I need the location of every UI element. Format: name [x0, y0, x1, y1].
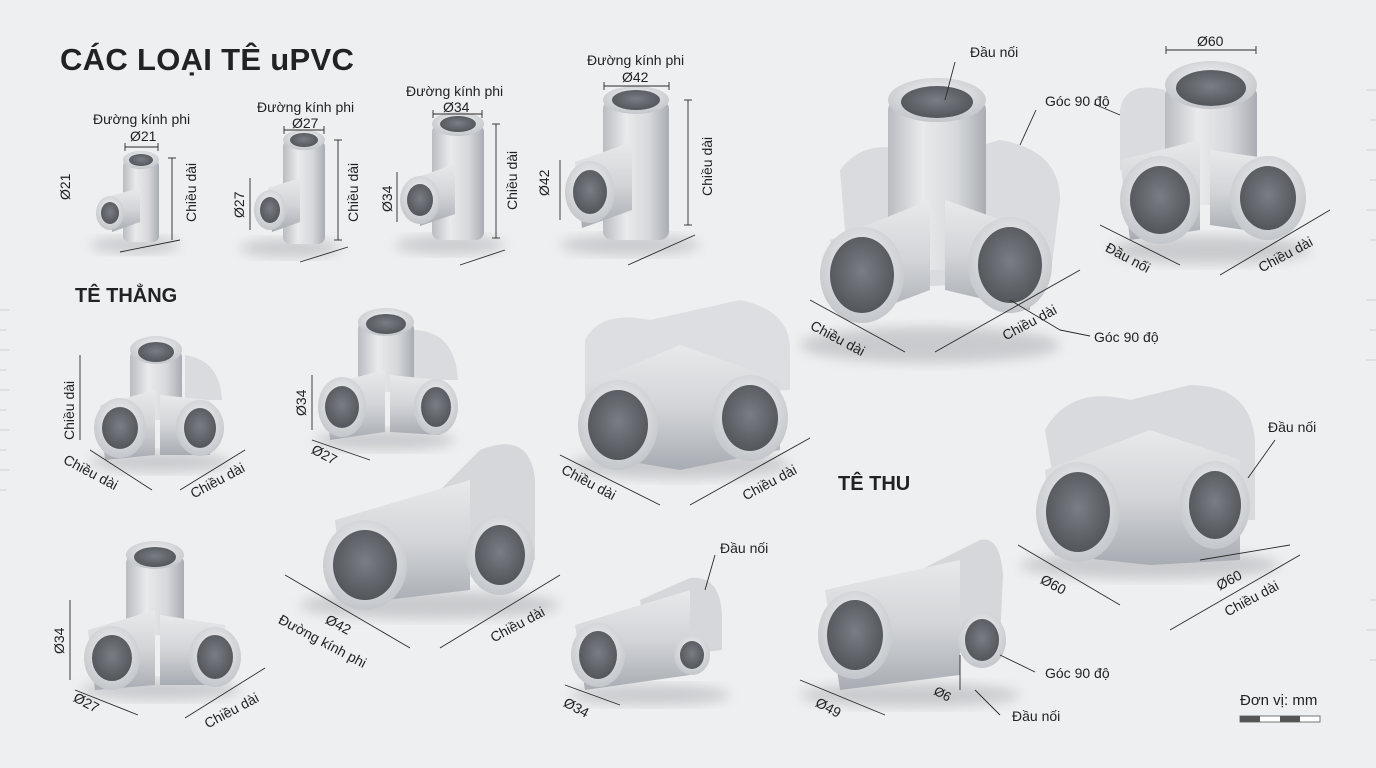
label-length-left1-vertical: Chiều dài [61, 380, 77, 440]
label-connector-d60: Đầu nối [1268, 419, 1317, 435]
label-size-d42-top: Ø42 [622, 69, 649, 85]
label-size-d27-top: Ø27 [292, 115, 319, 131]
label-size-d21-top: Ø21 [130, 128, 157, 144]
label-size-d27-side: Ø27 [231, 191, 247, 218]
label-connector-cross-top: Đầu nối [970, 44, 1019, 60]
reducing-tee-d60 [1020, 385, 1280, 579]
left-ruler-decoration [0, 309, 10, 491]
tee-d21 [90, 151, 180, 253]
section-title-straight-tee: TÊ THẲNG [75, 285, 178, 307]
label-diameter-d27: Đường kính phi [257, 99, 355, 115]
label-length-d27: Chiều dài [345, 162, 361, 222]
label-connector-reducing-bottom: Đầu nối [1012, 708, 1061, 724]
reducing-tee-small [570, 577, 730, 705]
label-diameter-d34: Đường kính phi [406, 83, 504, 99]
corner-tee-left-1 [90, 336, 230, 472]
corner-tee-left-2 [315, 308, 458, 450]
label-angle-cross-bottom: Góc 90 độ [1094, 329, 1159, 345]
tee-d34 [395, 112, 505, 254]
section-title-reducing-tee: TÊ THU [838, 473, 911, 495]
label-size-d42-side: Ø42 [536, 169, 552, 196]
tee-d42 [560, 86, 700, 255]
cross-tee-large-top [800, 78, 1060, 363]
label-size-d60-top: Ø60 [1197, 33, 1224, 49]
label-size-d34-side: Ø34 [379, 185, 395, 212]
label-size-d34-left2: Ø34 [293, 389, 309, 416]
corner-tee-top-right [1110, 61, 1310, 264]
label-length-d21: Chiều dài [183, 162, 199, 222]
tee-d42-large [300, 444, 560, 619]
page-title: CÁC LOẠI TÊ uPVC [60, 42, 355, 77]
reducing-tee-d49 [800, 539, 1020, 707]
cross-tee-center [570, 300, 790, 479]
label-connector-reducing-small: Đầu nối [720, 540, 769, 556]
right-ruler-decoration [1366, 89, 1376, 661]
corner-tee-bottom-left [80, 541, 241, 700]
label-angle-reducing: Góc 90 độ [1045, 665, 1110, 681]
scale-bar [1239, 715, 1321, 723]
unit-label: Đơn vị: mm [1240, 692, 1318, 709]
label-length-d34: Chiều dài [504, 150, 520, 210]
label-length-d42: Chiều dài [699, 136, 715, 196]
label-angle-cross-top: Góc 90 độ [1045, 93, 1110, 109]
label-size-d21-side: Ø21 [57, 173, 73, 200]
dimension-lines [69, 46, 1331, 719]
tee-d27 [240, 130, 340, 257]
label-size-d34-bottom-left: Ø34 [51, 627, 67, 654]
label-size-d34-top: Ø34 [443, 99, 470, 115]
label-diameter-d21: Đường kính phi [93, 111, 191, 127]
label-diameter-d42: Đường kính phi [587, 52, 685, 68]
